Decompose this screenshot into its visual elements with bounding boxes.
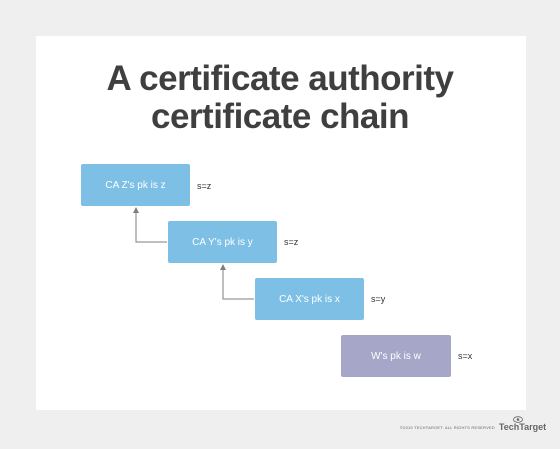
end-entity-w-signature: s=x: [458, 351, 473, 361]
diagram-title: A certificate authority certificate chai…: [0, 60, 560, 136]
ca-x-signature: s=y: [371, 294, 386, 304]
connector-x-to-y: [220, 264, 254, 300]
ca-z-label: CA Z's pk is z: [105, 179, 166, 191]
title-line-2: certificate chain: [151, 97, 410, 136]
end-entity-w-label: W's pk is w: [371, 350, 421, 362]
ca-y-box: CA Y's pk is y: [168, 221, 277, 263]
techtarget-logo-text: TechTarget: [498, 422, 547, 432]
eye-icon: [513, 416, 523, 423]
connector-y-to-z: [133, 207, 167, 243]
copyright-text: ©2019 TECHTARGET. ALL RIGHTS RESERVED: [400, 424, 495, 430]
ca-z-signature: s=z: [197, 181, 212, 191]
ca-z-box: CA Z's pk is z: [81, 164, 190, 206]
end-entity-w-box: W's pk is w: [341, 335, 451, 377]
ca-y-signature: s=z: [284, 237, 299, 247]
ca-x-box: CA X's pk is x: [255, 278, 364, 320]
title-line-1: A certificate authority: [106, 59, 454, 98]
techtarget-logo: TechTarget: [498, 416, 547, 432]
ca-y-label: CA Y's pk is y: [192, 236, 253, 248]
footer: ©2019 TECHTARGET. ALL RIGHTS RESERVED Te…: [400, 416, 547, 432]
ca-x-label: CA X's pk is x: [279, 293, 340, 305]
